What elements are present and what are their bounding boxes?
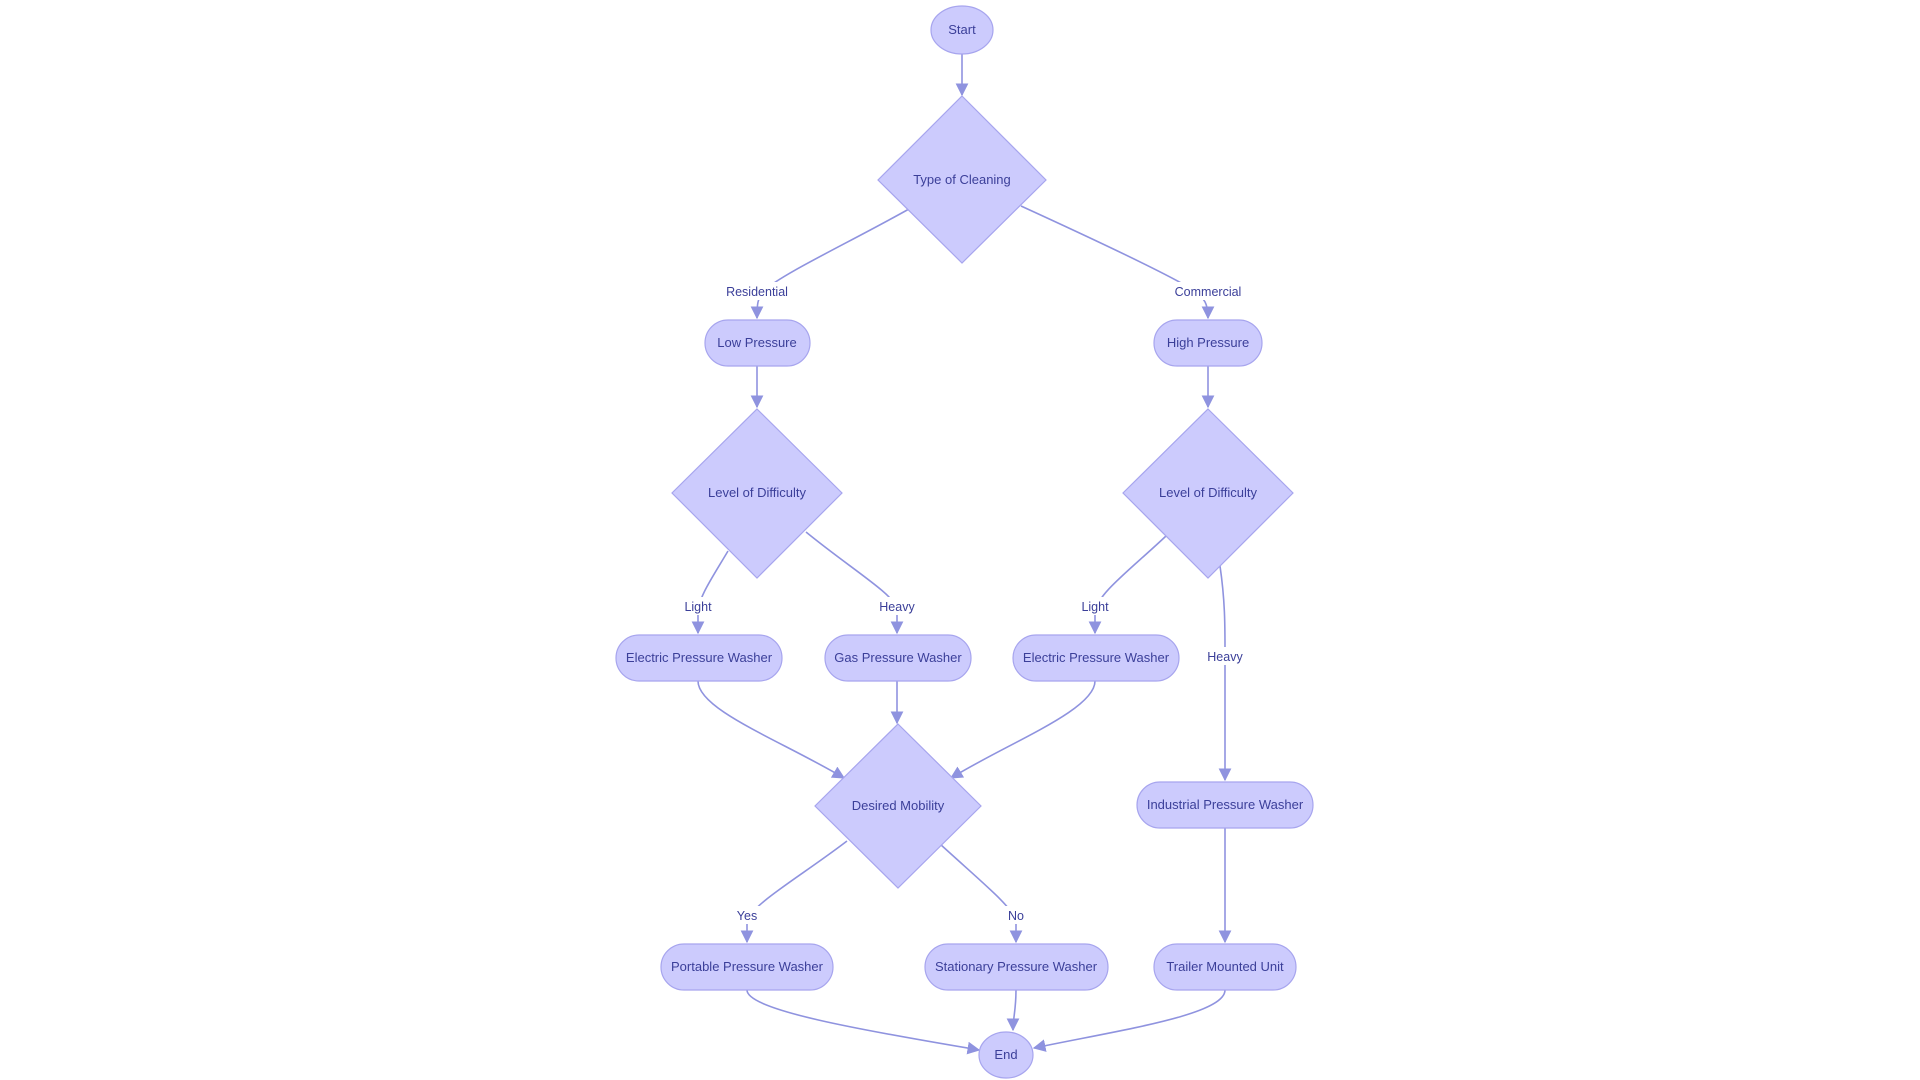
edge-difficulty-left-heavy xyxy=(805,531,904,635)
edge-electric-right-mobility xyxy=(949,680,1096,779)
edge-portable-end xyxy=(746,989,981,1055)
edge-electric-left-mobility xyxy=(697,680,846,779)
node-gas-label: Gas Pressure Washer xyxy=(834,650,962,665)
node-desired-mobility-label: Desired Mobility xyxy=(852,798,945,813)
node-portable[interactable]: Portable Pressure Washer xyxy=(660,943,834,991)
node-high-pressure-label: High Pressure xyxy=(1167,335,1249,350)
node-trailer-label: Trailer Mounted Unit xyxy=(1166,959,1284,974)
node-desired-mobility[interactable]: Desired Mobility xyxy=(814,723,982,889)
edge-mobility-yes xyxy=(740,840,848,944)
edge-label-light-left: Light xyxy=(684,600,712,614)
node-difficulty-left[interactable]: Level of Difficulty xyxy=(671,408,843,579)
edge-label-residential: Residential xyxy=(726,285,788,299)
edge-label-commercial: Commercial xyxy=(1175,285,1242,299)
node-end[interactable]: End xyxy=(978,1031,1034,1079)
node-industrial[interactable]: Industrial Pressure Washer xyxy=(1136,781,1314,829)
edge-trailer-end xyxy=(1032,989,1226,1052)
node-difficulty-left-label: Level of Difficulty xyxy=(708,485,807,500)
nodes: Start Type of Cleaning Low Pressure High… xyxy=(615,5,1314,1079)
edge-difficulty-right-heavy xyxy=(1218,565,1232,782)
node-electric-left[interactable]: Electric Pressure Washer xyxy=(615,634,783,682)
edge-label-heavy-right: Heavy xyxy=(1207,650,1243,664)
edge-type-low xyxy=(750,208,910,320)
edge-type-high xyxy=(1020,205,1215,320)
edge-label-no: No xyxy=(1008,909,1024,923)
edge-difficulty-right-light xyxy=(1088,535,1167,635)
node-electric-right[interactable]: Electric Pressure Washer xyxy=(1012,634,1180,682)
node-type-of-cleaning[interactable]: Type of Cleaning xyxy=(877,95,1047,264)
node-difficulty-right[interactable]: Level of Difficulty xyxy=(1122,408,1294,579)
node-low-pressure[interactable]: Low Pressure xyxy=(704,319,811,367)
node-stationary[interactable]: Stationary Pressure Washer xyxy=(924,943,1109,991)
node-electric-right-label: Electric Pressure Washer xyxy=(1023,650,1170,665)
node-start-label: Start xyxy=(948,22,976,37)
edge-label-yes: Yes xyxy=(737,909,757,923)
node-low-pressure-label: Low Pressure xyxy=(717,335,796,350)
node-high-pressure[interactable]: High Pressure xyxy=(1153,319,1263,367)
node-portable-label: Portable Pressure Washer xyxy=(671,959,824,974)
node-gas[interactable]: Gas Pressure Washer xyxy=(824,634,972,682)
node-type-of-cleaning-label: Type of Cleaning xyxy=(913,172,1011,187)
node-start[interactable]: Start xyxy=(930,5,994,55)
edge-label-heavy-left: Heavy xyxy=(879,600,915,614)
edge-label-light-right: Light xyxy=(1081,600,1109,614)
node-difficulty-right-label: Level of Difficulty xyxy=(1159,485,1258,500)
edge-mobility-no xyxy=(939,843,1023,944)
node-end-label: End xyxy=(994,1047,1017,1062)
node-trailer[interactable]: Trailer Mounted Unit xyxy=(1153,943,1297,991)
node-stationary-label: Stationary Pressure Washer xyxy=(935,959,1098,974)
edge-labels: Residential Commercial Light Heavy Light… xyxy=(682,282,1246,924)
node-electric-left-label: Electric Pressure Washer xyxy=(626,650,773,665)
node-industrial-label: Industrial Pressure Washer xyxy=(1147,797,1304,812)
edge-difficulty-left-light xyxy=(691,550,729,635)
edge-stationary-end xyxy=(1006,989,1020,1032)
